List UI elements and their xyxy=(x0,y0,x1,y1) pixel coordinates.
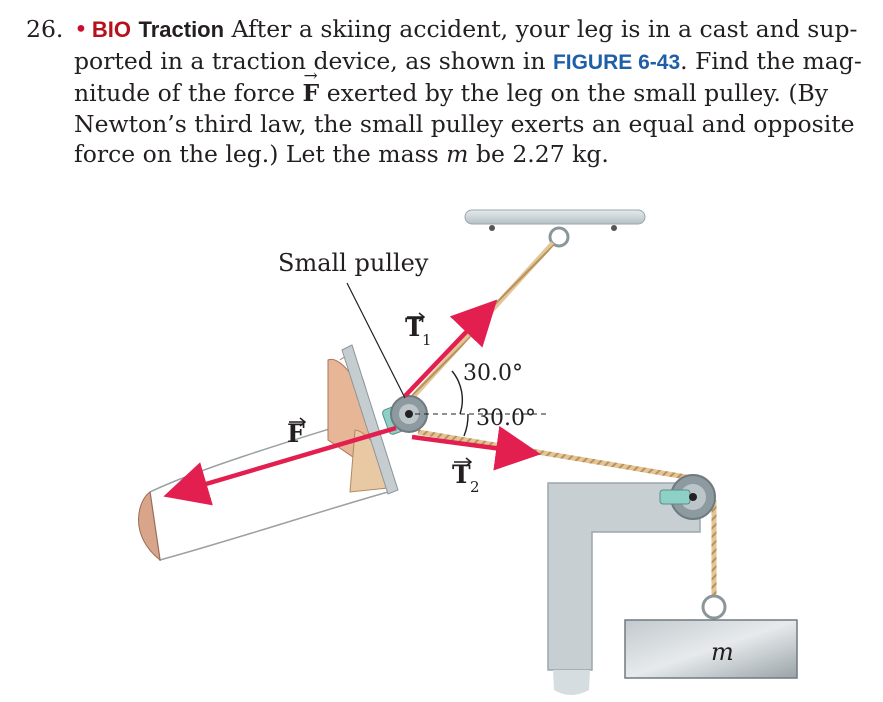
upper-angle-arc xyxy=(451,370,464,415)
bio-tag: BIO xyxy=(91,17,131,42)
t2-subscript: 2 xyxy=(470,478,480,496)
difficulty-bullet: • xyxy=(74,15,88,43)
foot-plate xyxy=(341,344,399,495)
upper-angle-label: 30.0° xyxy=(463,361,523,386)
statement-part-4: be 2.27 kg. xyxy=(468,140,609,168)
lower-angle-label: 30.0° xyxy=(476,406,536,431)
f-arrow xyxy=(163,425,397,506)
t2-vector-arrow xyxy=(454,457,473,467)
leg-in-cast xyxy=(138,357,397,562)
t1-subscript: 1 xyxy=(422,331,432,349)
small-pulley xyxy=(382,395,428,435)
hanging-mass xyxy=(624,619,798,679)
large-pulley xyxy=(659,474,716,520)
t1-arrow xyxy=(403,299,498,398)
statement-part-1: After a skiing accident, your leg is in … xyxy=(74,15,858,75)
t1-vector-arrow xyxy=(407,312,426,322)
statement-part-2: . Find the mag-nitude of the force xyxy=(74,46,862,108)
problem-26: 26. •BIO Traction After a skiing acciden… xyxy=(26,14,866,170)
middle-rope xyxy=(417,429,705,483)
figure-reference-link[interactable]: FIGURE 6-43 xyxy=(552,50,681,74)
lower-angle-arc xyxy=(463,413,469,437)
t2-label: T 2 xyxy=(452,457,480,496)
problem-number: 26. xyxy=(26,15,64,43)
t1-label: T 1 xyxy=(405,312,432,349)
bracket-post xyxy=(553,670,590,695)
t2-symbol: T xyxy=(452,460,471,489)
t2-arrow xyxy=(411,425,541,471)
problem-statement: •BIO Traction After a skiing accident, y… xyxy=(74,14,866,170)
f-vector-arrow xyxy=(289,417,307,427)
mass-hook xyxy=(701,594,727,620)
ceiling-mount xyxy=(464,209,646,248)
statement-part-3: exerted by the leg on the small pulley. … xyxy=(74,79,855,168)
small-pulley-label: Small pulley xyxy=(278,249,429,277)
f-label: F xyxy=(287,417,307,448)
force-vector-symbol: F xyxy=(303,61,320,109)
mass-symbol: m xyxy=(446,140,469,168)
problem-title: Traction xyxy=(138,17,225,42)
small-pulley-leader xyxy=(346,282,406,399)
mass-label: m xyxy=(711,638,734,666)
